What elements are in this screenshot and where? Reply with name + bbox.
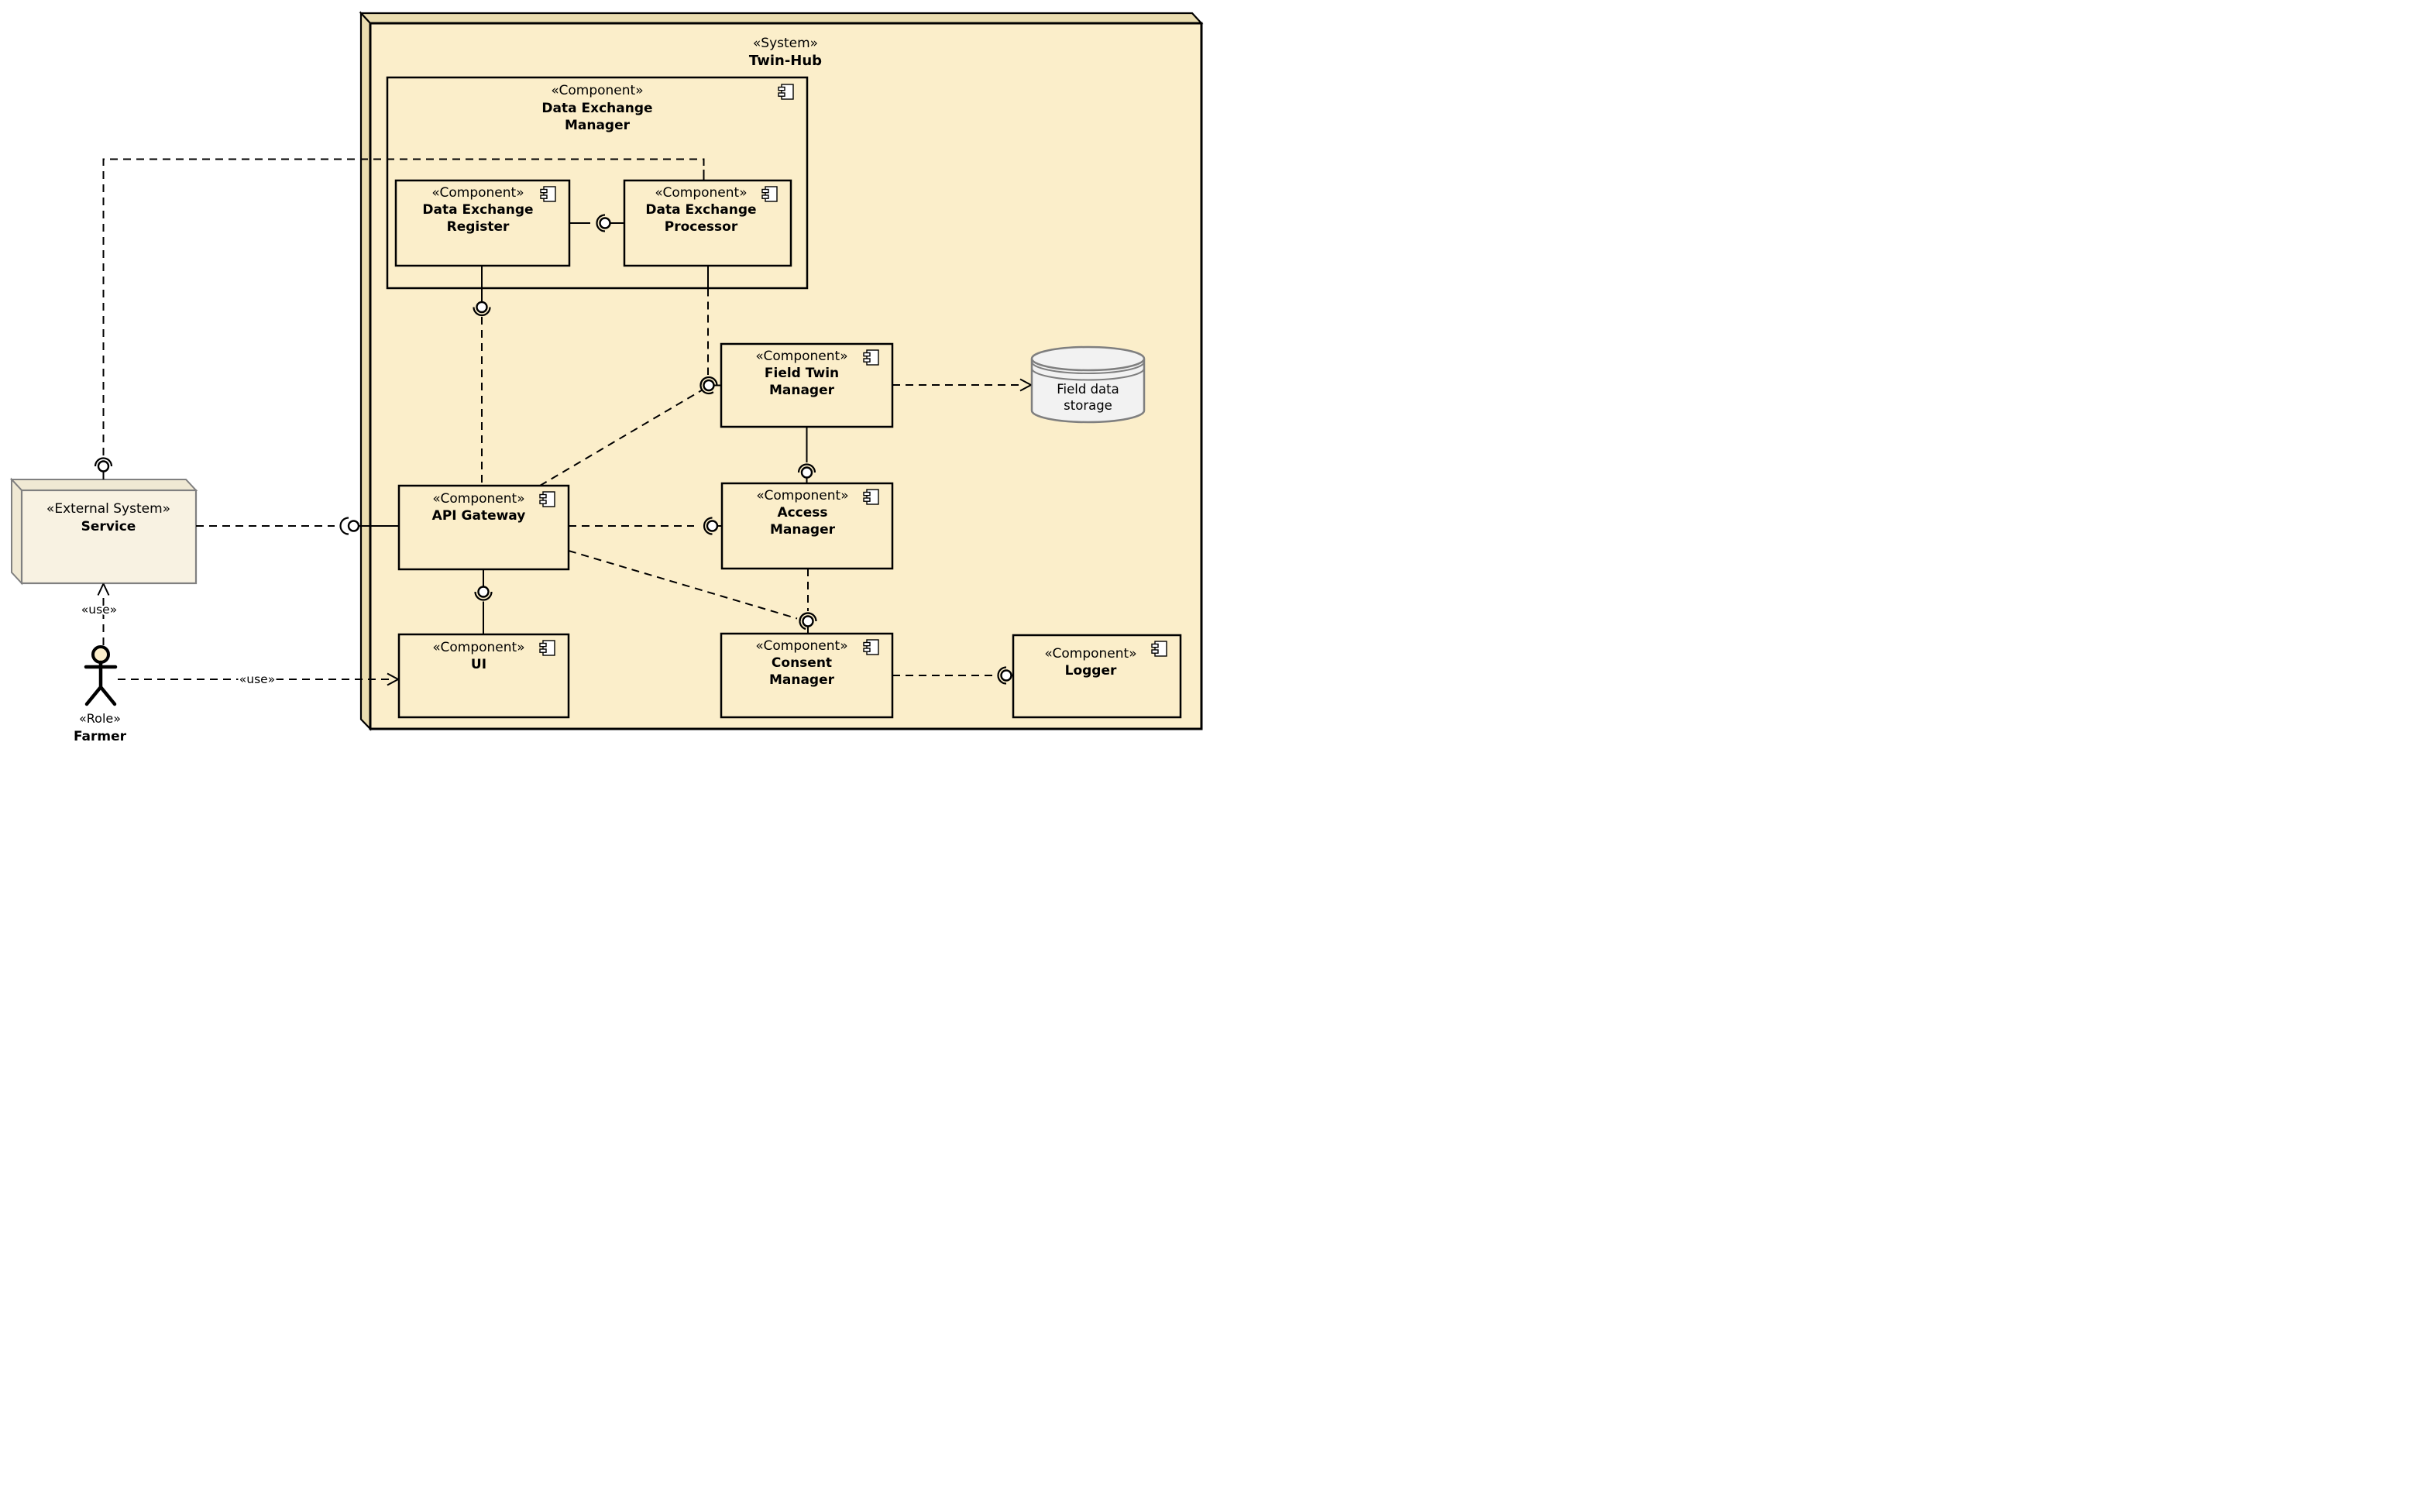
component-name: Register <box>447 219 510 235</box>
component-logger[interactable]: «Component» Logger <box>1012 634 1182 719</box>
connector-consent-requires-logger <box>892 666 1013 685</box>
connector-ftm-requires-access <box>797 427 816 483</box>
system-stereotype: «System» <box>753 36 818 51</box>
actor-body <box>84 660 118 706</box>
provided-interface-ball <box>347 520 360 532</box>
connector-api-requires-register <box>473 266 491 486</box>
component-data-exchange-register[interactable]: «Component» Data Exchange Register <box>394 179 571 267</box>
component-data-exchange-processor[interactable]: «Component» Data Exchange Processor <box>623 179 792 267</box>
connector-farmer-use-ui: «use» <box>118 671 399 689</box>
connector-ftm-provided <box>539 266 721 486</box>
service-left-bevel <box>11 477 22 586</box>
component-name: Logger <box>1065 663 1117 679</box>
provided-interface-ball <box>477 586 490 598</box>
required-interface-socket <box>94 457 113 467</box>
required-interface-socket <box>703 517 713 535</box>
component-api-gateway[interactable]: «Component» API Gateway <box>397 484 570 571</box>
component-name: Processor <box>665 219 738 235</box>
provided-interface-ball <box>800 466 813 479</box>
connector-farmer-use-service: «use» <box>79 583 119 645</box>
actor-head <box>91 645 110 664</box>
storage-label: storage <box>1064 398 1112 413</box>
connector-register-processor <box>569 214 624 232</box>
component-name: Consent <box>772 655 832 671</box>
actor-name: Farmer <box>74 729 127 744</box>
open-arrowhead <box>1019 378 1032 392</box>
database-field-data-storage[interactable]: Field data storage <box>1030 345 1146 424</box>
cylinder-ring <box>1031 361 1145 374</box>
external-system-service-node[interactable]: «External System» Service <box>9 477 198 586</box>
component-name: Data Exchange <box>422 202 533 218</box>
actor-stereotype: «Role» <box>79 711 121 726</box>
service-front-face[interactable] <box>20 489 198 585</box>
component-name: UI <box>471 657 486 672</box>
connector-api-requires-access <box>569 517 722 535</box>
open-arrowhead <box>97 583 110 596</box>
component-box[interactable] <box>1012 634 1182 719</box>
component-stereotype: «Component» <box>432 491 524 507</box>
component-name: Manager <box>769 672 835 688</box>
cylinder-top <box>1030 345 1146 372</box>
component-stereotype: «Component» <box>755 349 847 364</box>
component-field-twin-manager[interactable]: «Component» Field Twin Manager <box>720 342 894 428</box>
cylinder-body <box>1030 359 1146 424</box>
provided-interface-ball <box>703 379 715 392</box>
provided-interface-ball <box>802 615 814 627</box>
component-name: Manager <box>770 522 836 538</box>
uml-component-diagram: «System» Twin-Hub «Component» Data Excha… <box>0 0 1215 756</box>
component-name: Access <box>777 505 827 521</box>
component-stereotype: «Component» <box>1044 646 1136 662</box>
component-access-manager[interactable]: «Component» Access Manager <box>720 482 894 570</box>
required-interface-socket <box>596 214 606 232</box>
system-top-bevel <box>359 12 1204 25</box>
required-interface-socket <box>997 666 1007 685</box>
component-stereotype: «Component» <box>432 640 524 655</box>
component-consent-manager[interactable]: «Component» Consent Manager <box>720 632 894 719</box>
required-interface-socket <box>799 612 811 631</box>
external-system-name: Service <box>81 519 136 534</box>
storage-label: Field data <box>1057 382 1119 397</box>
component-name: Data Exchange <box>645 202 756 218</box>
actor-farmer[interactable]: «Role» Farmer <box>74 645 127 744</box>
use-label: «use» <box>81 603 117 617</box>
provided-interface-ball <box>599 217 611 229</box>
connector-consent-provided <box>568 550 817 634</box>
required-interface-socket <box>474 591 493 601</box>
component-box[interactable] <box>720 342 894 428</box>
component-name: Manager <box>565 118 631 133</box>
open-arrowhead <box>387 672 399 686</box>
provided-interface-ball <box>1000 669 1012 682</box>
system-name: Twin-Hub <box>749 53 822 69</box>
component-name: API Gateway <box>432 508 526 524</box>
use-label: «use» <box>239 672 275 686</box>
required-interface-socket <box>797 463 816 473</box>
component-box[interactable] <box>623 179 792 267</box>
component-stereotype: «Component» <box>655 185 747 201</box>
component-name: Manager <box>769 383 835 398</box>
cylinder-ring <box>1031 368 1145 381</box>
component-name: Field Twin <box>765 366 839 381</box>
component-box[interactable] <box>720 632 894 719</box>
required-interface-socket <box>339 517 349 535</box>
connector-processor-requires-service <box>94 158 705 479</box>
component-name: Data Exchange <box>541 101 652 116</box>
component-ui[interactable]: «Component» UI <box>397 633 570 719</box>
connector-service-requires-api <box>196 517 399 535</box>
component-stereotype: «Component» <box>551 83 643 98</box>
connector-ftm-to-storage <box>892 378 1032 392</box>
connector-ui-requires-api <box>474 569 493 634</box>
component-box[interactable] <box>397 633 570 719</box>
component-box[interactable] <box>397 484 570 571</box>
provided-interface-ball <box>706 520 719 532</box>
service-top-bevel <box>9 479 198 491</box>
provided-interface-ball <box>476 301 488 314</box>
provided-interface-ball <box>97 460 110 472</box>
system-left-bevel <box>359 11 372 731</box>
component-stereotype: «Component» <box>756 488 848 503</box>
component-stereotype: «Component» <box>431 185 524 201</box>
required-interface-socket <box>473 307 491 317</box>
required-interface-socket <box>699 377 714 395</box>
external-system-stereotype: «External System» <box>46 501 170 517</box>
component-stereotype: «Component» <box>755 638 847 654</box>
